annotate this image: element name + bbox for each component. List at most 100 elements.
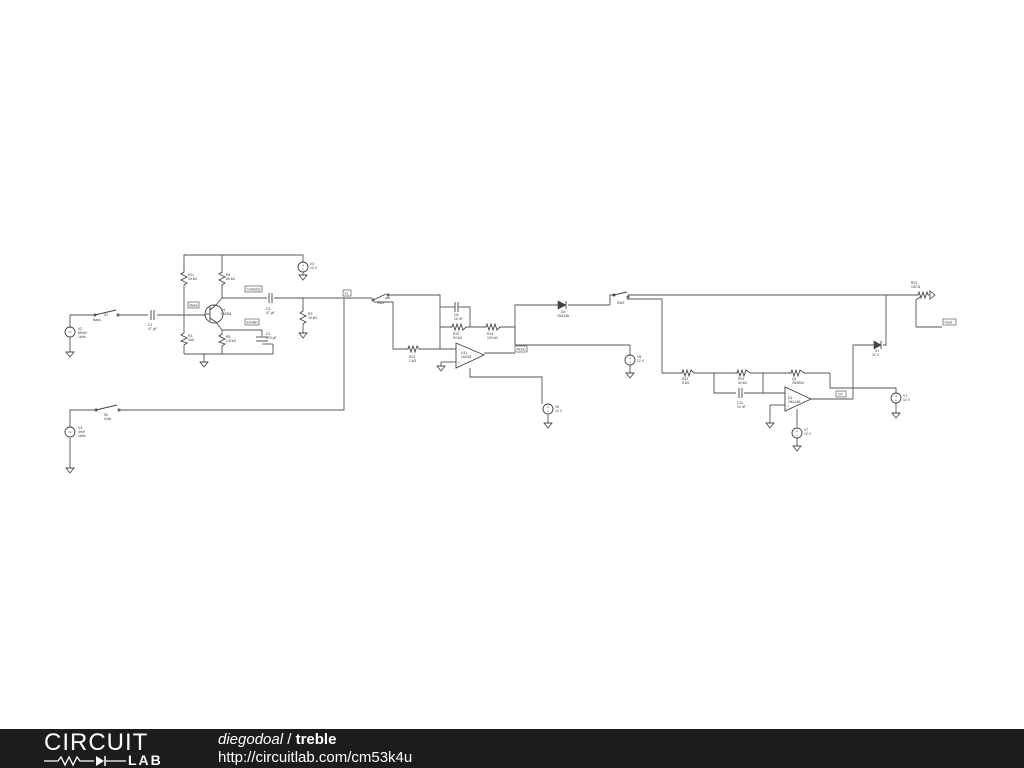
svg-text:Mono: Mono	[517, 348, 526, 352]
svg-text:85 kΩ: 85 kΩ	[226, 277, 235, 281]
dc-source-v5[interactable]: V6 12 V	[542, 403, 563, 415]
resistor-r3[interactable]: R5 1.5 kΩ	[217, 333, 236, 347]
svg-text:Vout: Vout	[945, 321, 952, 325]
circuit-title-line: diegodoal / treble	[218, 731, 336, 749]
svg-text:R3: R3	[188, 334, 192, 338]
switch-s2[interactable]: S2 Cmb	[94, 404, 121, 421]
opamp-u1[interactable]: −+ U11 LM324	[455, 342, 486, 369]
resistor-r11[interactable]: R12 5 kΩ	[680, 368, 695, 385]
resistor-r5[interactable]: R4 85 kΩ	[217, 270, 235, 286]
switch-s1[interactable]: S1 Bass	[93, 309, 120, 322]
resistor-r12[interactable]: R13 1 kΩ	[406, 344, 420, 363]
svg-text:C3: C3	[266, 307, 270, 311]
svg-text:47 µF: 47 µF	[266, 311, 275, 315]
svg-text:Q1: Q1	[792, 377, 797, 381]
resistor-r1[interactable]: R2 15 kΩ	[298, 309, 317, 325]
ac-source-v3[interactable]: V3 4mV 1kHz	[64, 426, 86, 438]
capacitor-c1[interactable]: C1 47 µF	[148, 310, 157, 331]
circuitlab-logo[interactable]: CIRCUIT LAB	[44, 731, 184, 767]
svg-text:1.5 kΩ: 1.5 kΩ	[226, 339, 236, 343]
dc-source-v1[interactable]: V4 12 V	[297, 261, 318, 273]
svg-text:R22: R22	[453, 332, 459, 336]
svg-text:C2: C2	[266, 332, 270, 336]
capacitor-c3[interactable]: C3 47 µF	[266, 293, 275, 315]
switch-sw2[interactable]: SW2	[612, 291, 630, 305]
svg-text:1kHz: 1kHz	[78, 335, 86, 339]
svg-text:+: +	[787, 405, 789, 409]
svg-text:V1: V1	[875, 349, 879, 353]
transistor-q1[interactable]: U1 LM324	[204, 304, 231, 324]
dc-source-v4[interactable]: V5 12 V	[624, 354, 645, 366]
svg-text:C6: C6	[454, 313, 458, 317]
net-label-base: Base	[187, 301, 200, 309]
resistor-r14[interactable]: R22 94 kΩ	[450, 322, 467, 340]
svg-text:1N4148: 1N4148	[788, 400, 800, 404]
svg-text:V2: V2	[78, 327, 82, 331]
svg-text:S2: S2	[104, 413, 108, 417]
circuit-url-link[interactable]: http://circuitlab.com/cm53k4u	[218, 749, 413, 766]
svg-text:2N3904: 2N3904	[792, 381, 804, 385]
potentiometer-rv1[interactable]: RV1 100 Ω	[911, 281, 936, 301]
svg-text:12 V: 12 V	[637, 359, 645, 363]
capacitor-c6[interactable]: C6 10 nF	[450, 302, 463, 321]
resistor-diode-logo-icon	[44, 755, 126, 767]
svg-text:15 kΩ: 15 kΩ	[188, 277, 197, 281]
svg-text:1kΩ: 1kΩ	[188, 338, 195, 342]
svg-text:V7: V7	[804, 428, 808, 432]
svg-text:100 Ω: 100 Ω	[911, 285, 921, 289]
svg-text:12 V: 12 V	[903, 398, 911, 402]
schematic-canvas[interactable]: ~ +−	[0, 0, 1024, 729]
svg-text:10 nF: 10 nF	[454, 317, 463, 321]
svg-text:15 kΩ: 15 kΩ	[308, 316, 317, 320]
resistor-r4[interactable]: R11 15 kΩ	[179, 270, 197, 286]
svg-text:R2: R2	[308, 312, 312, 316]
svg-text:12 V: 12 V	[310, 266, 318, 270]
diode-d4[interactable]: V1 12 V	[872, 340, 882, 357]
ac-source-v2[interactable]: V2 85mV 1kHz	[64, 326, 88, 339]
net-label-emitter: Emitter	[244, 318, 260, 326]
switch-sw1[interactable]: SW1	[371, 293, 390, 305]
svg-text:1 kΩ: 1 kΩ	[409, 359, 417, 363]
svg-text:LM324: LM324	[461, 355, 471, 359]
resistor-r22[interactable]: R23 94 kΩ	[735, 368, 751, 385]
circuit-title[interactable]: treble	[295, 731, 337, 748]
diode-d1[interactable]: D4 1N4148	[557, 300, 569, 318]
svg-text:C11: C11	[737, 401, 743, 405]
svg-text:Emitter: Emitter	[247, 321, 259, 325]
dc-source-v7[interactable]: V7 12 V	[890, 392, 911, 404]
svg-text:Bass: Bass	[93, 318, 101, 322]
svg-text:Cmb: Cmb	[104, 417, 111, 421]
resistor-r2[interactable]: R3 1kΩ	[179, 332, 195, 346]
svg-text:1N4148: 1N4148	[557, 314, 569, 318]
svg-text:+: +	[458, 361, 460, 365]
svg-text:R12: R12	[682, 377, 688, 381]
resistor-r13[interactable]: R14 100 kΩ	[484, 322, 501, 340]
svg-text:12 V: 12 V	[872, 353, 880, 357]
svg-text:100 kΩ: 100 kΩ	[487, 336, 498, 340]
opamp-u11[interactable]: −+ D1 1N4148	[784, 386, 813, 412]
capacitor-c11[interactable]: C11 10 nF	[737, 388, 746, 409]
svg-text:R5: R5	[226, 335, 230, 339]
svg-text:R11: R11	[188, 273, 194, 277]
capacitor-c2[interactable]: C2 470 µF	[256, 332, 277, 342]
svg-text:V4: V4	[310, 262, 314, 266]
svg-text:1kHz: 1kHz	[78, 434, 86, 438]
svg-text:94 kΩ: 94 kΩ	[453, 336, 462, 340]
footer-bar: CIRCUIT LAB diegodoal / treble http://ci…	[0, 729, 1024, 768]
resistor-r23[interactable]: Q1 2N3904	[789, 368, 805, 385]
title-separator: /	[283, 731, 296, 748]
svg-text:U1: U1	[221, 308, 225, 312]
net-label-ch: Ch	[835, 390, 847, 398]
net-label-vout: Vout	[942, 318, 957, 326]
svg-text:SW1: SW1	[377, 301, 384, 305]
svg-text:47 µF: 47 µF	[148, 327, 157, 331]
dc-source-v6[interactable]: V7 12 V	[791, 427, 812, 439]
author-link[interactable]: diegodoal	[218, 731, 284, 748]
svg-text:V7: V7	[903, 394, 907, 398]
svg-text:R4: R4	[226, 273, 230, 277]
wires	[69, 254, 942, 468]
svg-text:RV1: RV1	[911, 281, 918, 285]
svg-text:R23: R23	[738, 377, 744, 381]
svg-text:12 V: 12 V	[804, 432, 812, 436]
svg-text:SW2: SW2	[617, 301, 624, 305]
